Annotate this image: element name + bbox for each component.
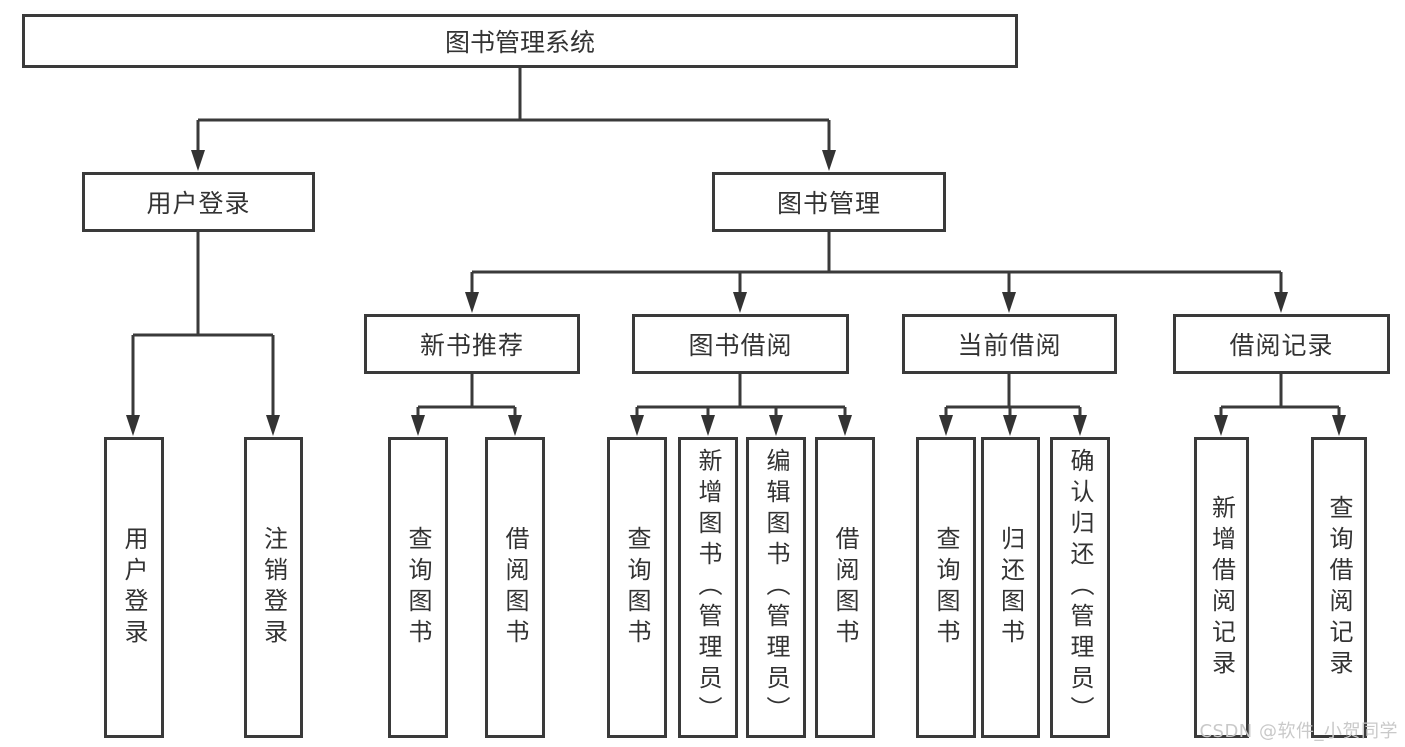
node-borrow-books-recommend: 借阅图书: [485, 437, 545, 738]
node-borrow-records: 借阅记录: [1173, 314, 1390, 374]
node-book-management: 图书管理: [712, 172, 946, 232]
node-current-borrow: 当前借阅: [902, 314, 1117, 374]
leaf-label: 新增图书（管理员）: [694, 448, 722, 727]
node-logout-leaf: 注销登录: [244, 437, 303, 738]
node-query-books-borrow: 查询图书: [607, 437, 667, 738]
node-library-system: 图书管理系统: [22, 14, 1018, 68]
leaf-label: 查询图书: [932, 525, 960, 650]
leaf-label: 注销登录: [259, 525, 288, 650]
node-book-borrow: 图书借阅: [632, 314, 849, 374]
leaf-label: 查询借阅记录: [1325, 494, 1353, 681]
leaf-label: 用户登录: [120, 525, 148, 650]
arrowheads: [126, 150, 1346, 436]
leaf-label: 确认归还（管理员）: [1066, 448, 1094, 727]
node-new-book-recommend: 新书推荐: [364, 314, 580, 374]
leaf-label: 编辑图书（管理员）: [762, 448, 790, 727]
leaf-label: 新增借阅记录: [1207, 494, 1236, 681]
leaf-label: 查询图书: [623, 525, 651, 650]
node-add-books-admin: 新增图书（管理员）: [678, 437, 738, 738]
node-user-login-leaf: 用户登录: [104, 437, 164, 738]
leaf-label: 查询图书: [404, 525, 432, 650]
connector-paths: [131, 68, 1341, 417]
node-edit-books-admin: 编辑图书（管理员）: [746, 437, 806, 738]
node-user-login: 用户登录: [82, 172, 315, 232]
node-confirm-return-admin: 确认归还（管理员）: [1050, 437, 1110, 738]
node-query-books-current: 查询图书: [916, 437, 976, 738]
node-return-books: 归还图书: [981, 437, 1040, 738]
csdn-watermark: CSDN @软件_小贺同学: [1199, 721, 1398, 742]
node-query-borrow-record: 查询借阅记录: [1311, 437, 1367, 738]
node-query-books-recommend: 查询图书: [388, 437, 448, 738]
leaf-label: 归还图书: [996, 525, 1025, 650]
node-borrow-books-leaf: 借阅图书: [815, 437, 875, 738]
leaf-label: 借阅图书: [501, 525, 529, 650]
node-add-borrow-record: 新增借阅记录: [1194, 437, 1249, 738]
leaf-label: 借阅图书: [831, 525, 859, 650]
